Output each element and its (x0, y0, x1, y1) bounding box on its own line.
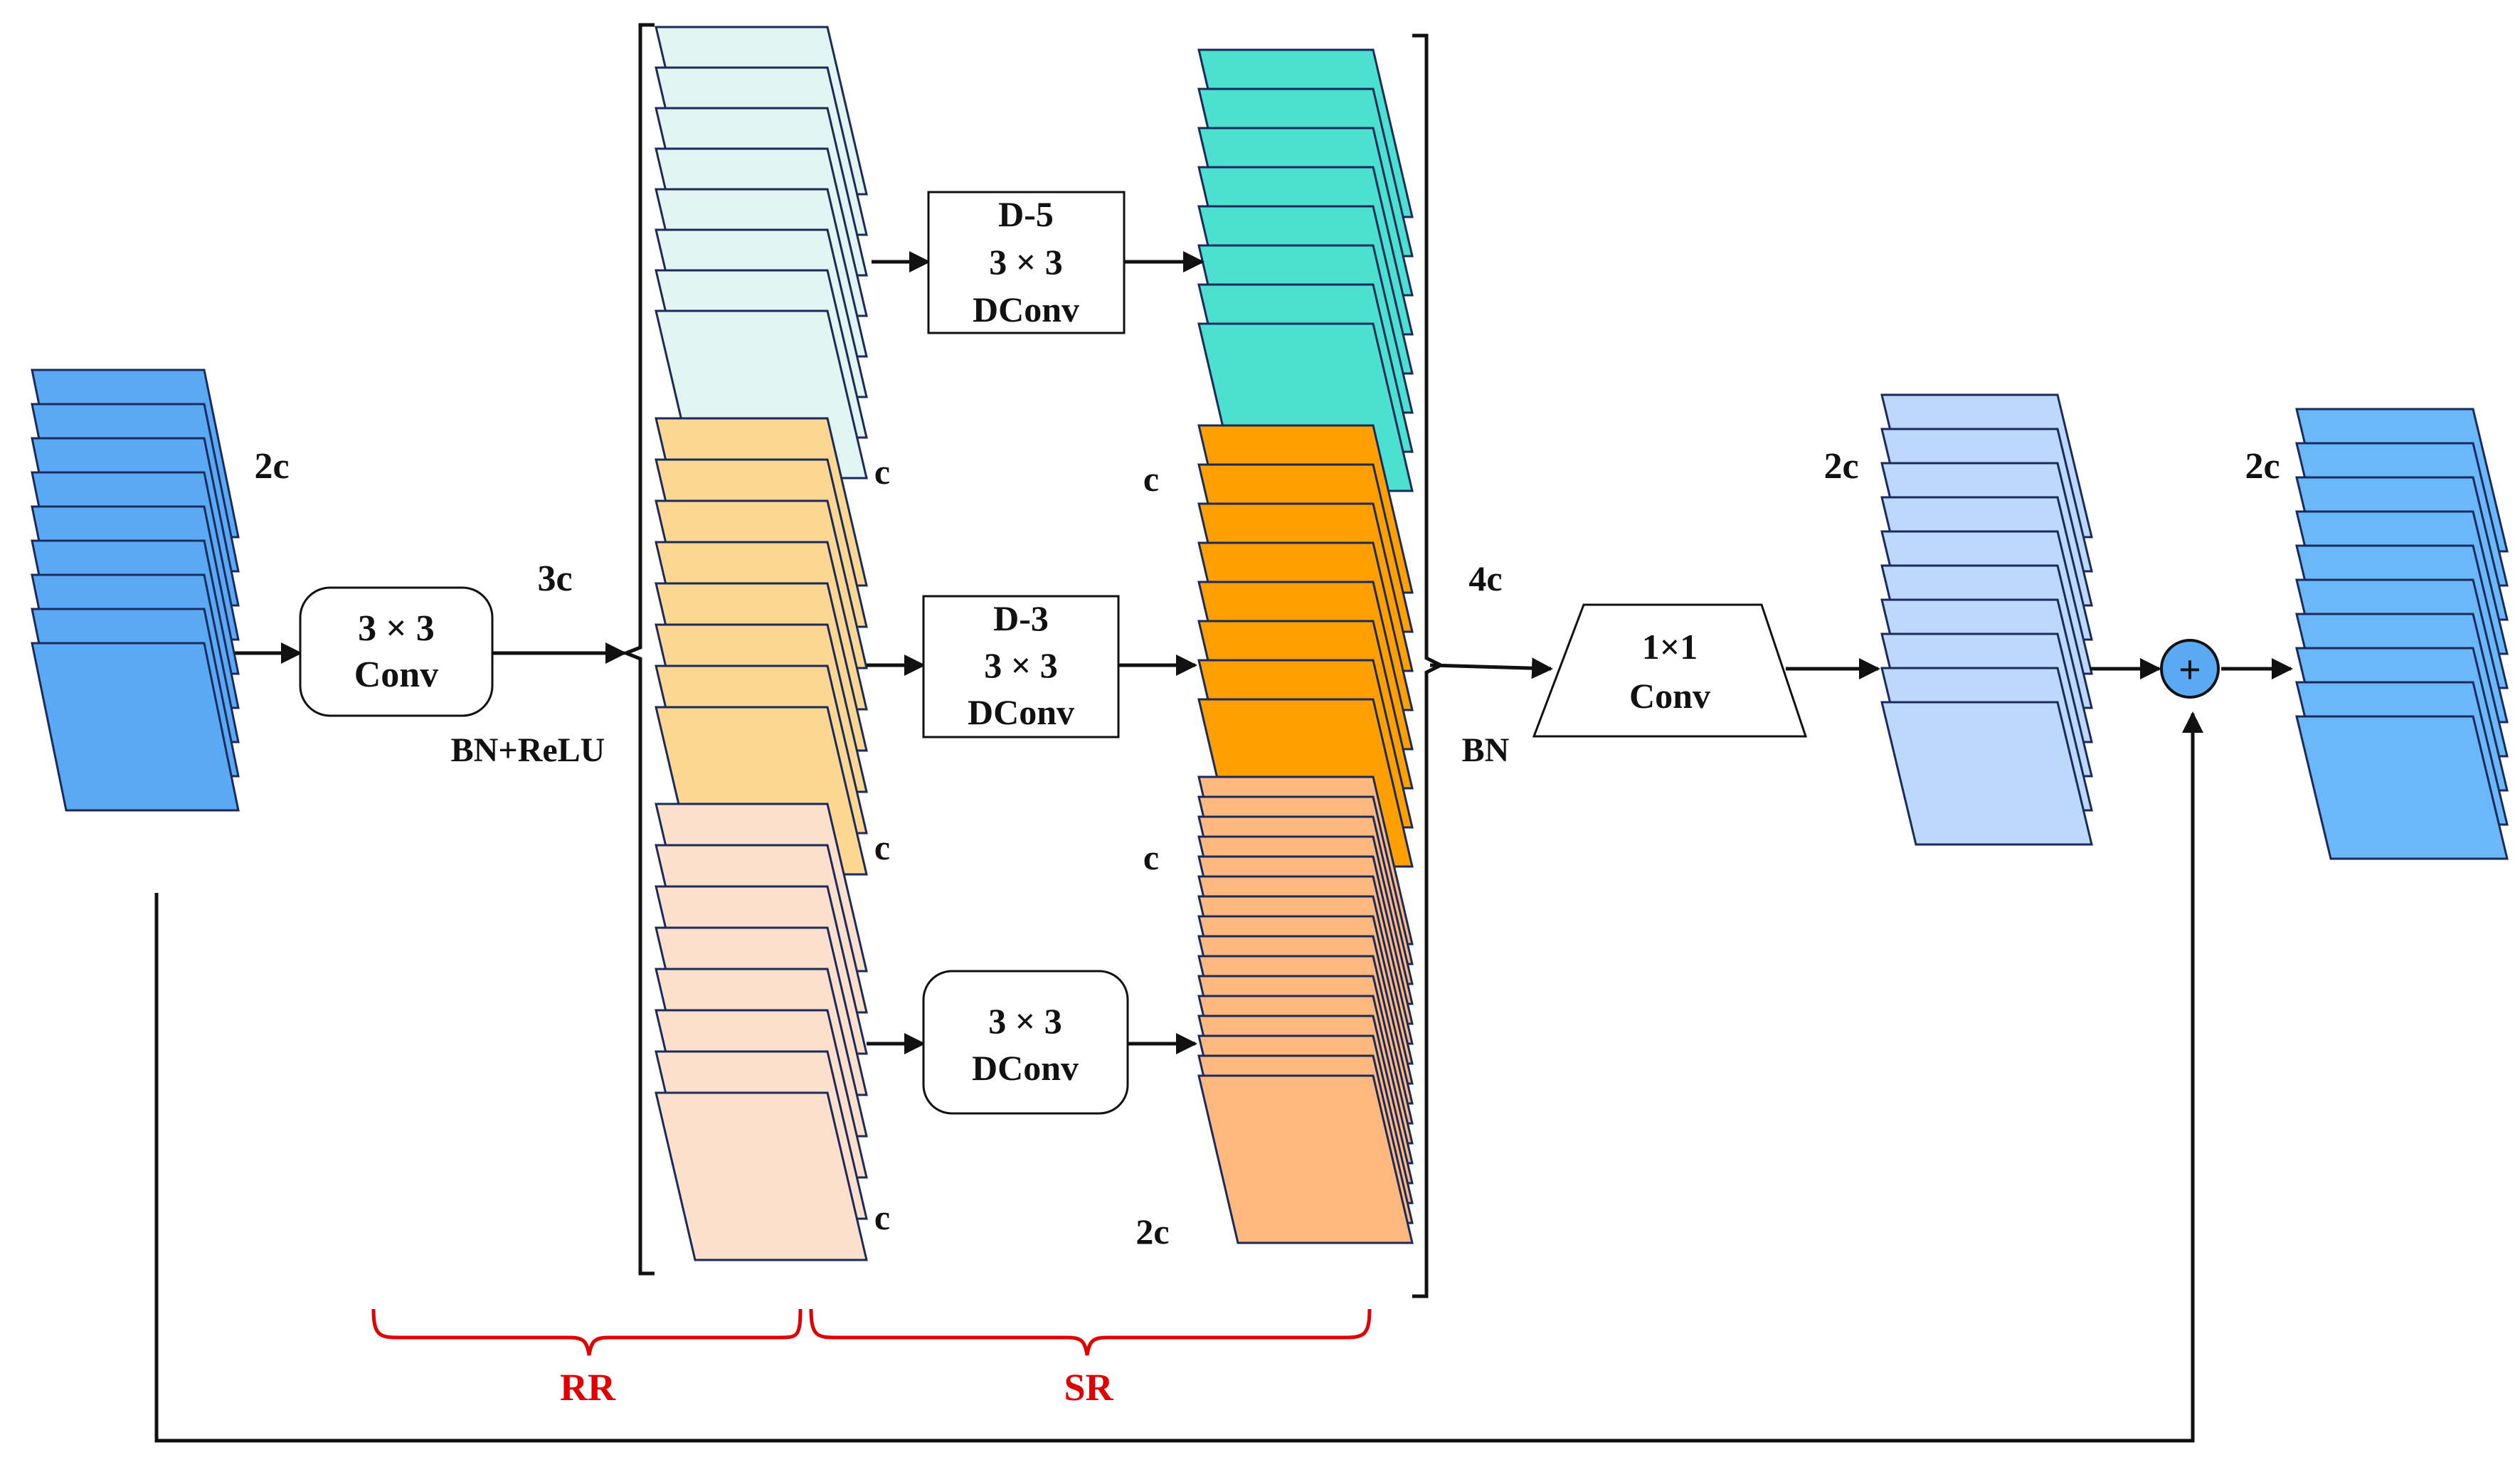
stem-out-channels: 3c (537, 558, 572, 599)
fused-feature-stack-sheet (1880, 701, 2093, 846)
sr-stack-1 (1197, 48, 1414, 492)
input-feature-stack (31, 369, 240, 812)
branch1-dilation-label: D-5 (998, 194, 1054, 234)
sr-group-brace (809, 1308, 1372, 1356)
concat-bracket-right (1412, 33, 1445, 1298)
input-channels-label: 2c (254, 446, 289, 487)
output-feature-stack-sheet (2295, 715, 2509, 860)
branch2-dconv-box (922, 595, 1120, 738)
concat-bracket-left (621, 23, 655, 1276)
stem-conv-box (299, 586, 494, 717)
rr3-channels-label: c (874, 1197, 890, 1237)
rr-stack-3 (655, 803, 868, 1261)
output-channels-label: 2c (2245, 446, 2280, 487)
sr-stack-3 (1197, 775, 1414, 1244)
rr-stack-1 (655, 26, 868, 480)
branch3-dconv-box (922, 970, 1129, 1115)
branch2-op-label: DConv (968, 692, 1074, 732)
stem-norm-label: BN+ReLU (451, 731, 605, 769)
branch2-kernel-label: 3 × 3 (984, 645, 1058, 685)
branch3-kernel-label: 3 × 3 (988, 1001, 1062, 1041)
stem-conv-label-kernel: 3 × 3 (358, 608, 435, 649)
stem-conv-label-op: Conv (354, 655, 438, 695)
fused-channels-label: 2c (1823, 446, 1858, 487)
sr1-channels-label: c (1143, 459, 1159, 499)
fuse-conv-trapezoid (1532, 603, 1808, 738)
rr-group-label: RR (560, 1366, 616, 1409)
sr2-channels-label: c (1143, 837, 1159, 877)
branch2-dilation-label: D-3 (993, 598, 1049, 638)
add-symbol: + (2178, 648, 2201, 692)
concat-channels-label: 4c (1468, 558, 1502, 598)
fuse-norm-label: BN (1462, 731, 1510, 769)
rr2-channels-label: c (874, 827, 890, 867)
branch1-kernel-label: 3 × 3 (989, 242, 1063, 282)
rr-group-brace (371, 1308, 803, 1356)
sr-group-label: SR (1064, 1366, 1113, 1409)
add-node (2160, 639, 2220, 699)
rr-stack-2 (655, 417, 868, 876)
rr-stack-3-sheet (655, 1091, 868, 1261)
residual-skip-connection (154, 711, 2203, 1443)
rr1-channels-label: c (874, 452, 890, 492)
branch1-dconv-box (927, 191, 1126, 334)
branch1-op-label: DConv (973, 290, 1079, 329)
fuse-conv-op-label: Conv (1629, 676, 1710, 716)
connectors (154, 251, 2293, 1443)
fused-feature-stack (1880, 393, 2093, 846)
output-feature-stack (2295, 408, 2509, 860)
sr3-channels-label: 2c (1135, 1212, 1169, 1251)
arrow-concat-to-fuse (1429, 657, 1553, 679)
sr-stack-3-sheet (1197, 1074, 1414, 1244)
fuse-conv-kernel-label: 1×1 (1642, 627, 1698, 667)
input-feature-stack-sheet (31, 642, 240, 812)
branch3-op-label: DConv (972, 1048, 1079, 1088)
